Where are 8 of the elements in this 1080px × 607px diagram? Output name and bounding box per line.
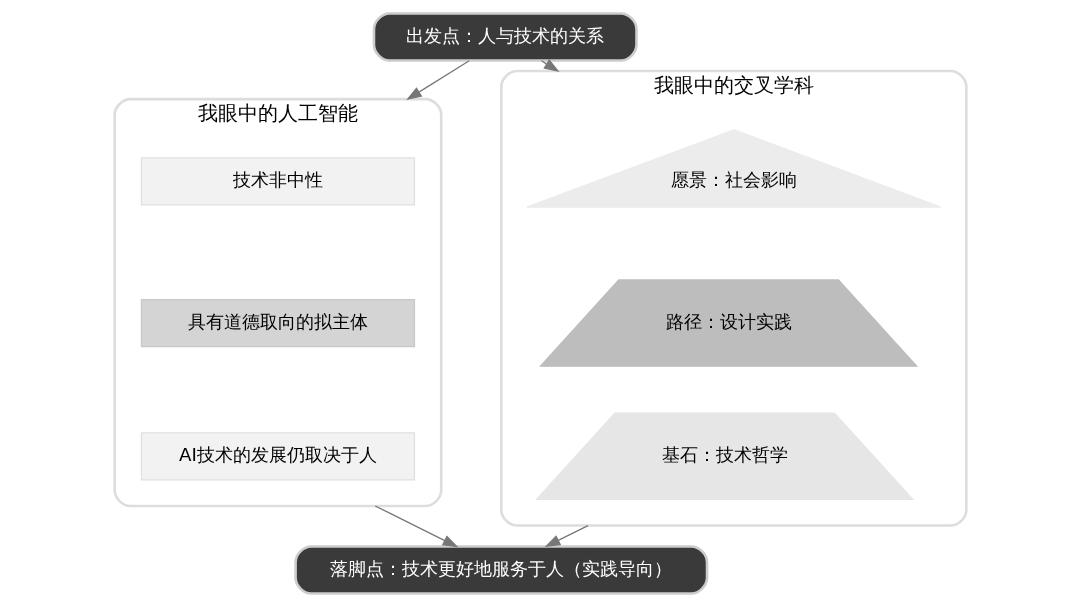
arrow xyxy=(405,60,470,101)
node-box: 落脚点：技术更好地服务于人（实践导向） xyxy=(293,545,708,595)
node-box: 具有道德取向的拟主体 xyxy=(140,298,415,348)
node-box: 技术非中性 xyxy=(140,157,415,206)
node-box: AI技术的发展仍取决于人 xyxy=(140,432,415,481)
arrow xyxy=(374,505,458,548)
arrow xyxy=(544,524,589,548)
node-box: 出发点：人与技术的关系 xyxy=(372,12,638,62)
